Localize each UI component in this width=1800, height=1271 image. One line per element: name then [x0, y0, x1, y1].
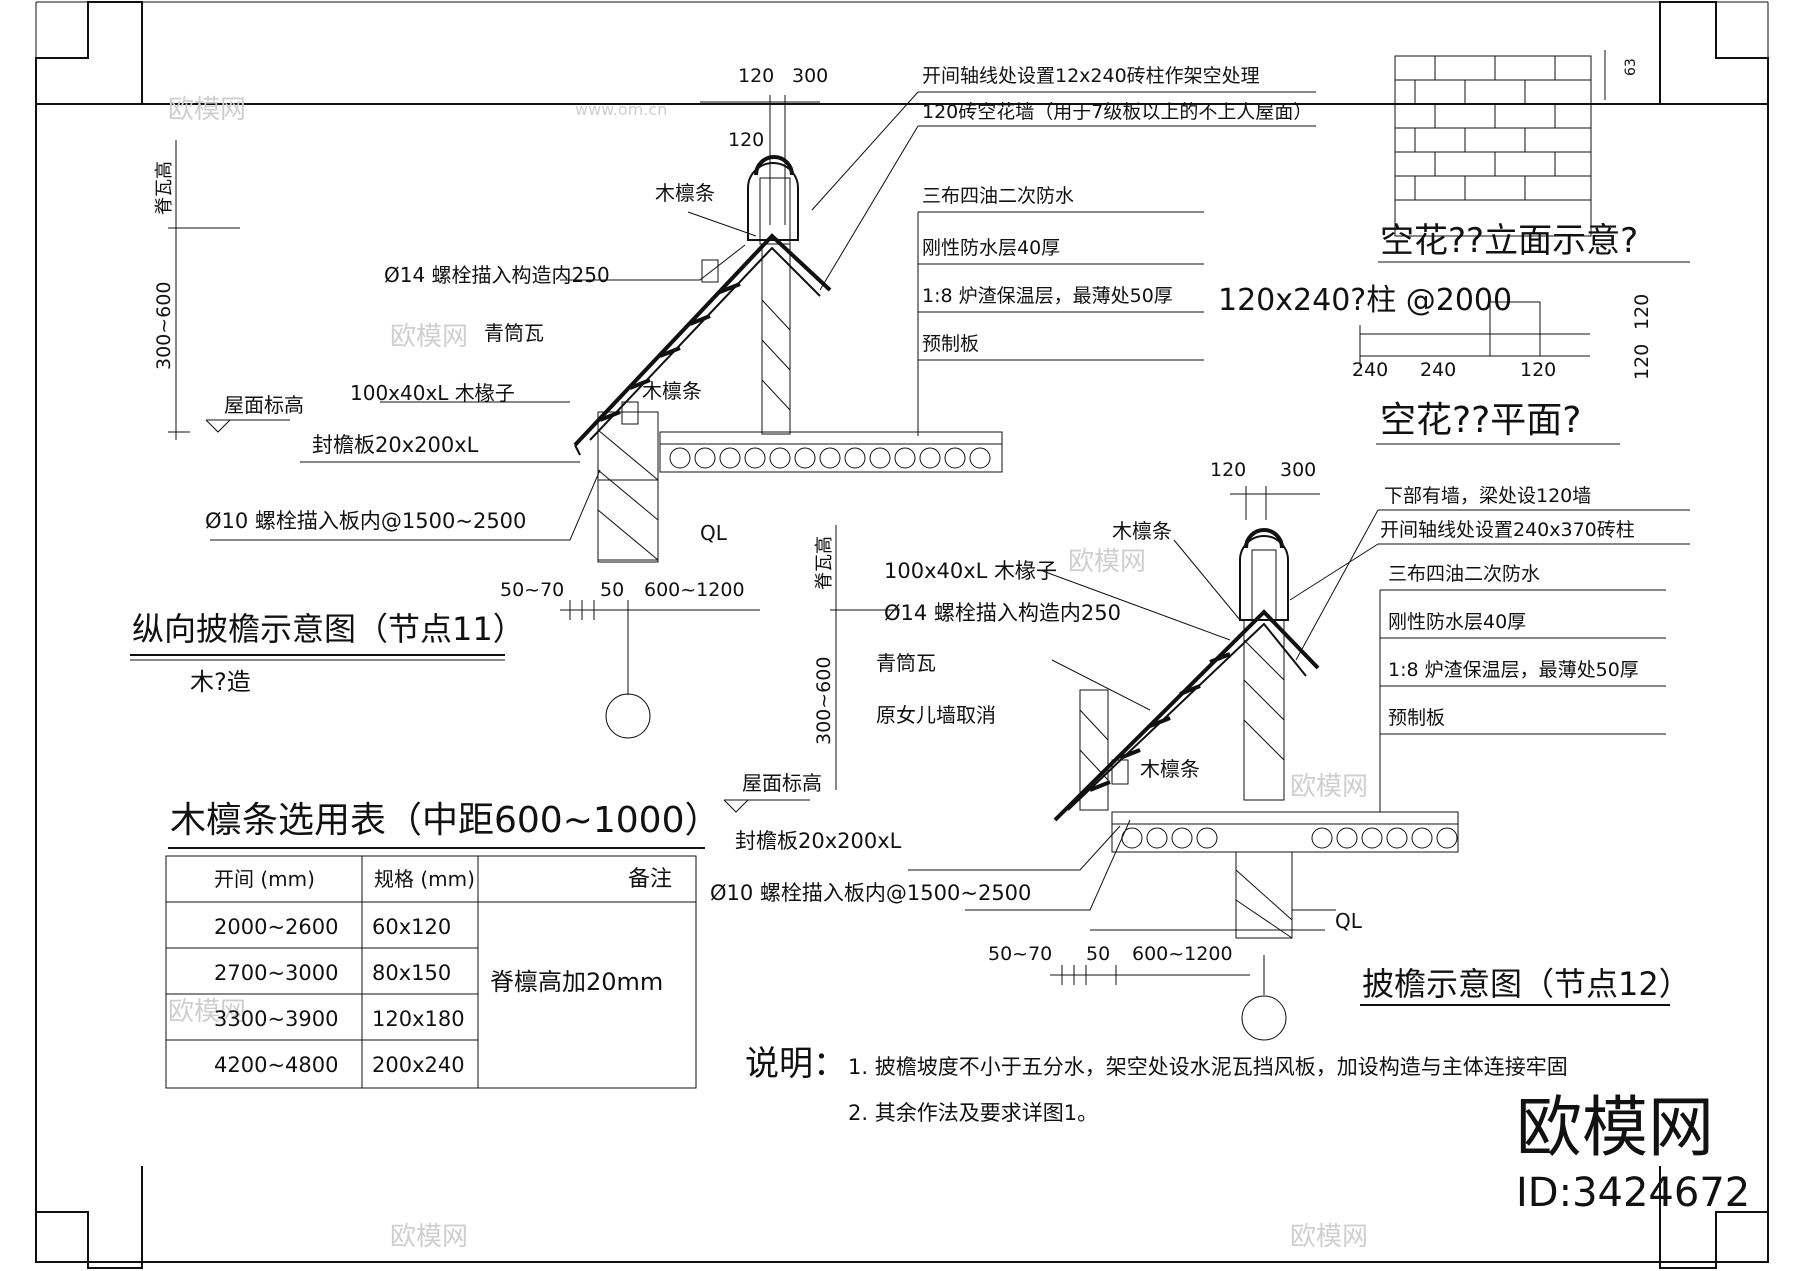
note-line: 开间轴线处设置12x240砖柱作架空处理	[922, 65, 1260, 87]
dim-bottom-3: 600~1200	[1132, 943, 1233, 965]
table-title: 木檩条选用表（中距600~1000）	[170, 800, 721, 841]
axis-bubble	[1241, 995, 1287, 1041]
header-span: 开间 (mm)	[214, 867, 315, 891]
label-roof-level: 屋面标高	[742, 771, 822, 795]
dim-rise: 300~600	[153, 282, 175, 370]
table-cell: 120x180	[372, 1007, 465, 1031]
table-remark: 脊檩高加20mm	[490, 968, 663, 996]
dim-top-1: 120	[1210, 459, 1246, 481]
label-purlin-low: 木檩条	[1140, 757, 1200, 781]
note-line: 1:8 炉渣保温层，最薄处50厚	[1388, 659, 1639, 681]
note-line: 开间轴线处设置240x370砖柱	[1380, 519, 1635, 541]
brand-stamp: 欧模网 ID:3424672	[1516, 1089, 1750, 1216]
dim-bottom-2: 50	[600, 579, 624, 601]
brand-logo: 欧模网	[1516, 1089, 1714, 1166]
dim-bottom-3: 600~1200	[644, 579, 745, 601]
detail-11: 120 300 120 脊瓦高 300~600	[130, 65, 1316, 739]
label-ql: QL	[700, 521, 728, 545]
detail-12: 120 300 脊瓦高 300~600	[710, 459, 1691, 1041]
watermark-url: www.om.cn	[575, 100, 667, 119]
label-tile: 青筒瓦	[484, 321, 544, 345]
brick-plan: 120x240?柱 @2000 240 240 120 120 120 空花??…	[1218, 283, 1653, 445]
dim-rise: 300~600	[813, 657, 835, 745]
table-cell: 200x240	[372, 1053, 465, 1077]
label-parapet: 原女儿墙取消	[876, 703, 996, 727]
note-line: 三布四油二次防水	[922, 185, 1074, 207]
sheet-border	[35, 1, 1769, 1269]
notes-label: 说明：	[745, 1044, 847, 1084]
table-cell: 2000~2600	[214, 915, 338, 939]
label-rafter: 100x40xL 木椽子	[884, 559, 1057, 583]
plan-note: 120x240?柱 @2000	[1218, 283, 1512, 318]
label-eaves-board: 封檐板20x200xL	[735, 829, 902, 853]
notes-detail11: 开间轴线处设置12x240砖柱作架空处理 120砖空花墙（用于7级板以上的不上人…	[811, 65, 1316, 436]
purlin-table: 木檩条选用表（中距600~1000） 开间 (mm) 规格 (mm) 备注 20…	[165, 800, 721, 1089]
label-ql: QL	[1335, 909, 1363, 933]
watermark: 欧模网	[168, 95, 246, 125]
plan-dim-b1: 240	[1352, 359, 1388, 381]
watermark: 欧模网	[390, 1222, 468, 1252]
dim-bottom-1: 50~70	[988, 943, 1052, 965]
note-line: 预制板	[922, 333, 979, 355]
header-remark: 备注	[628, 867, 672, 892]
table-cell: 2700~3000	[214, 961, 338, 985]
dim-bottom-2: 50	[1086, 943, 1110, 965]
brand-id: ID:3424672	[1516, 1170, 1750, 1216]
watermark: 欧模网	[1290, 1222, 1368, 1252]
plan-dim-r2: 120	[1631, 344, 1653, 380]
label-purlin-low: 木檩条	[642, 379, 702, 403]
brick-elevation: 63 空花??立面示意?	[1378, 50, 1690, 263]
notes-detail12: 下部有墙，梁处设120墙 开间轴线处设置240x370砖柱 三布四油二次防水 刚…	[1289, 485, 1690, 812]
watermark: 欧模网	[168, 997, 246, 1027]
elevation-dim: 63	[1623, 58, 1639, 76]
elevation-title: 空花??立面示意?	[1380, 221, 1638, 261]
table-cell: 3300~3900	[214, 1007, 338, 1031]
label-purlin-top: 木檩条	[1112, 519, 1172, 543]
table-cell: 80x150	[372, 961, 451, 985]
watermark: 欧模网	[1290, 772, 1368, 802]
dim-top-2: 300	[792, 65, 828, 87]
note-line: 120砖空花墙（用于7级板以上的不上人屋面）	[922, 101, 1312, 123]
watermark: 欧模网	[1068, 547, 1146, 577]
table-cell: 4200~4800	[214, 1053, 338, 1077]
label-tile: 青筒瓦	[876, 651, 936, 675]
note-line: 预制板	[1388, 707, 1445, 729]
label-eaves-board: 封檐板20x200xL	[312, 433, 479, 457]
note-item-1: 1. 披檐坡度不小于五分水，架空处设水泥瓦挡风板，加设构造与主体连接牢固	[848, 1055, 1568, 1079]
dim-bottom-1: 50~70	[500, 579, 564, 601]
dim-ridge-height: 脊瓦高	[814, 536, 835, 590]
note-line: 三布四油二次防水	[1388, 563, 1540, 585]
header-spec: 规格 (mm)	[374, 867, 475, 891]
dim-top-2: 300	[1280, 459, 1316, 481]
label-bolt10: Ø10 螺栓描入板内@1500~2500	[710, 881, 1031, 905]
plan-title: 空花??平面?	[1380, 400, 1581, 441]
label-bolt10: Ø10 螺栓描入板内@1500~2500	[205, 509, 526, 533]
note-line: 下部有墙，梁处设120墙	[1384, 485, 1591, 507]
plan-dim-b2: 240	[1420, 359, 1456, 381]
general-notes: 说明： 1. 披檐坡度不小于五分水，架空处设水泥瓦挡风板，加设构造与主体连接牢固…	[745, 1044, 1568, 1125]
label-rafter: 100x40xL 木椽子	[350, 381, 515, 405]
axis-bubble	[605, 693, 651, 739]
note-line: 刚性防水层40厚	[922, 237, 1060, 259]
table-cell: 60x120	[372, 915, 451, 939]
dim-top-small: 120	[728, 129, 764, 151]
detail11-title: 纵向披檐示意图（节点11）	[132, 610, 525, 648]
detail11-subtitle: 木?造	[190, 668, 251, 696]
watermarks: 欧模网 www.om.cn 欧模网 欧模网 欧模网 欧模网 欧模网 欧模网	[168, 95, 1368, 1252]
plan-dim-b3: 120	[1520, 359, 1556, 381]
watermark: 欧模网	[390, 322, 468, 352]
dim-ridge-height: 脊瓦高	[154, 161, 175, 215]
plan-dim-r1: 120	[1631, 294, 1653, 330]
label-roof-level: 屋面标高	[224, 393, 304, 417]
dim-top-1: 120	[738, 65, 774, 87]
note-line: 刚性防水层40厚	[1388, 611, 1526, 633]
note-line: 1:8 炉渣保温层，最薄处50厚	[922, 285, 1173, 307]
detail12-title: 披檐示意图（节点12）	[1362, 965, 1691, 1003]
label-bolt14: Ø14 螺栓描入构造内250	[884, 601, 1121, 625]
note-item-2: 2. 其余作法及要求详图1。	[848, 1101, 1098, 1125]
label-bolt14: Ø14 螺栓描入构造内250	[384, 263, 610, 287]
label-purlin-top: 木檩条	[655, 181, 715, 205]
